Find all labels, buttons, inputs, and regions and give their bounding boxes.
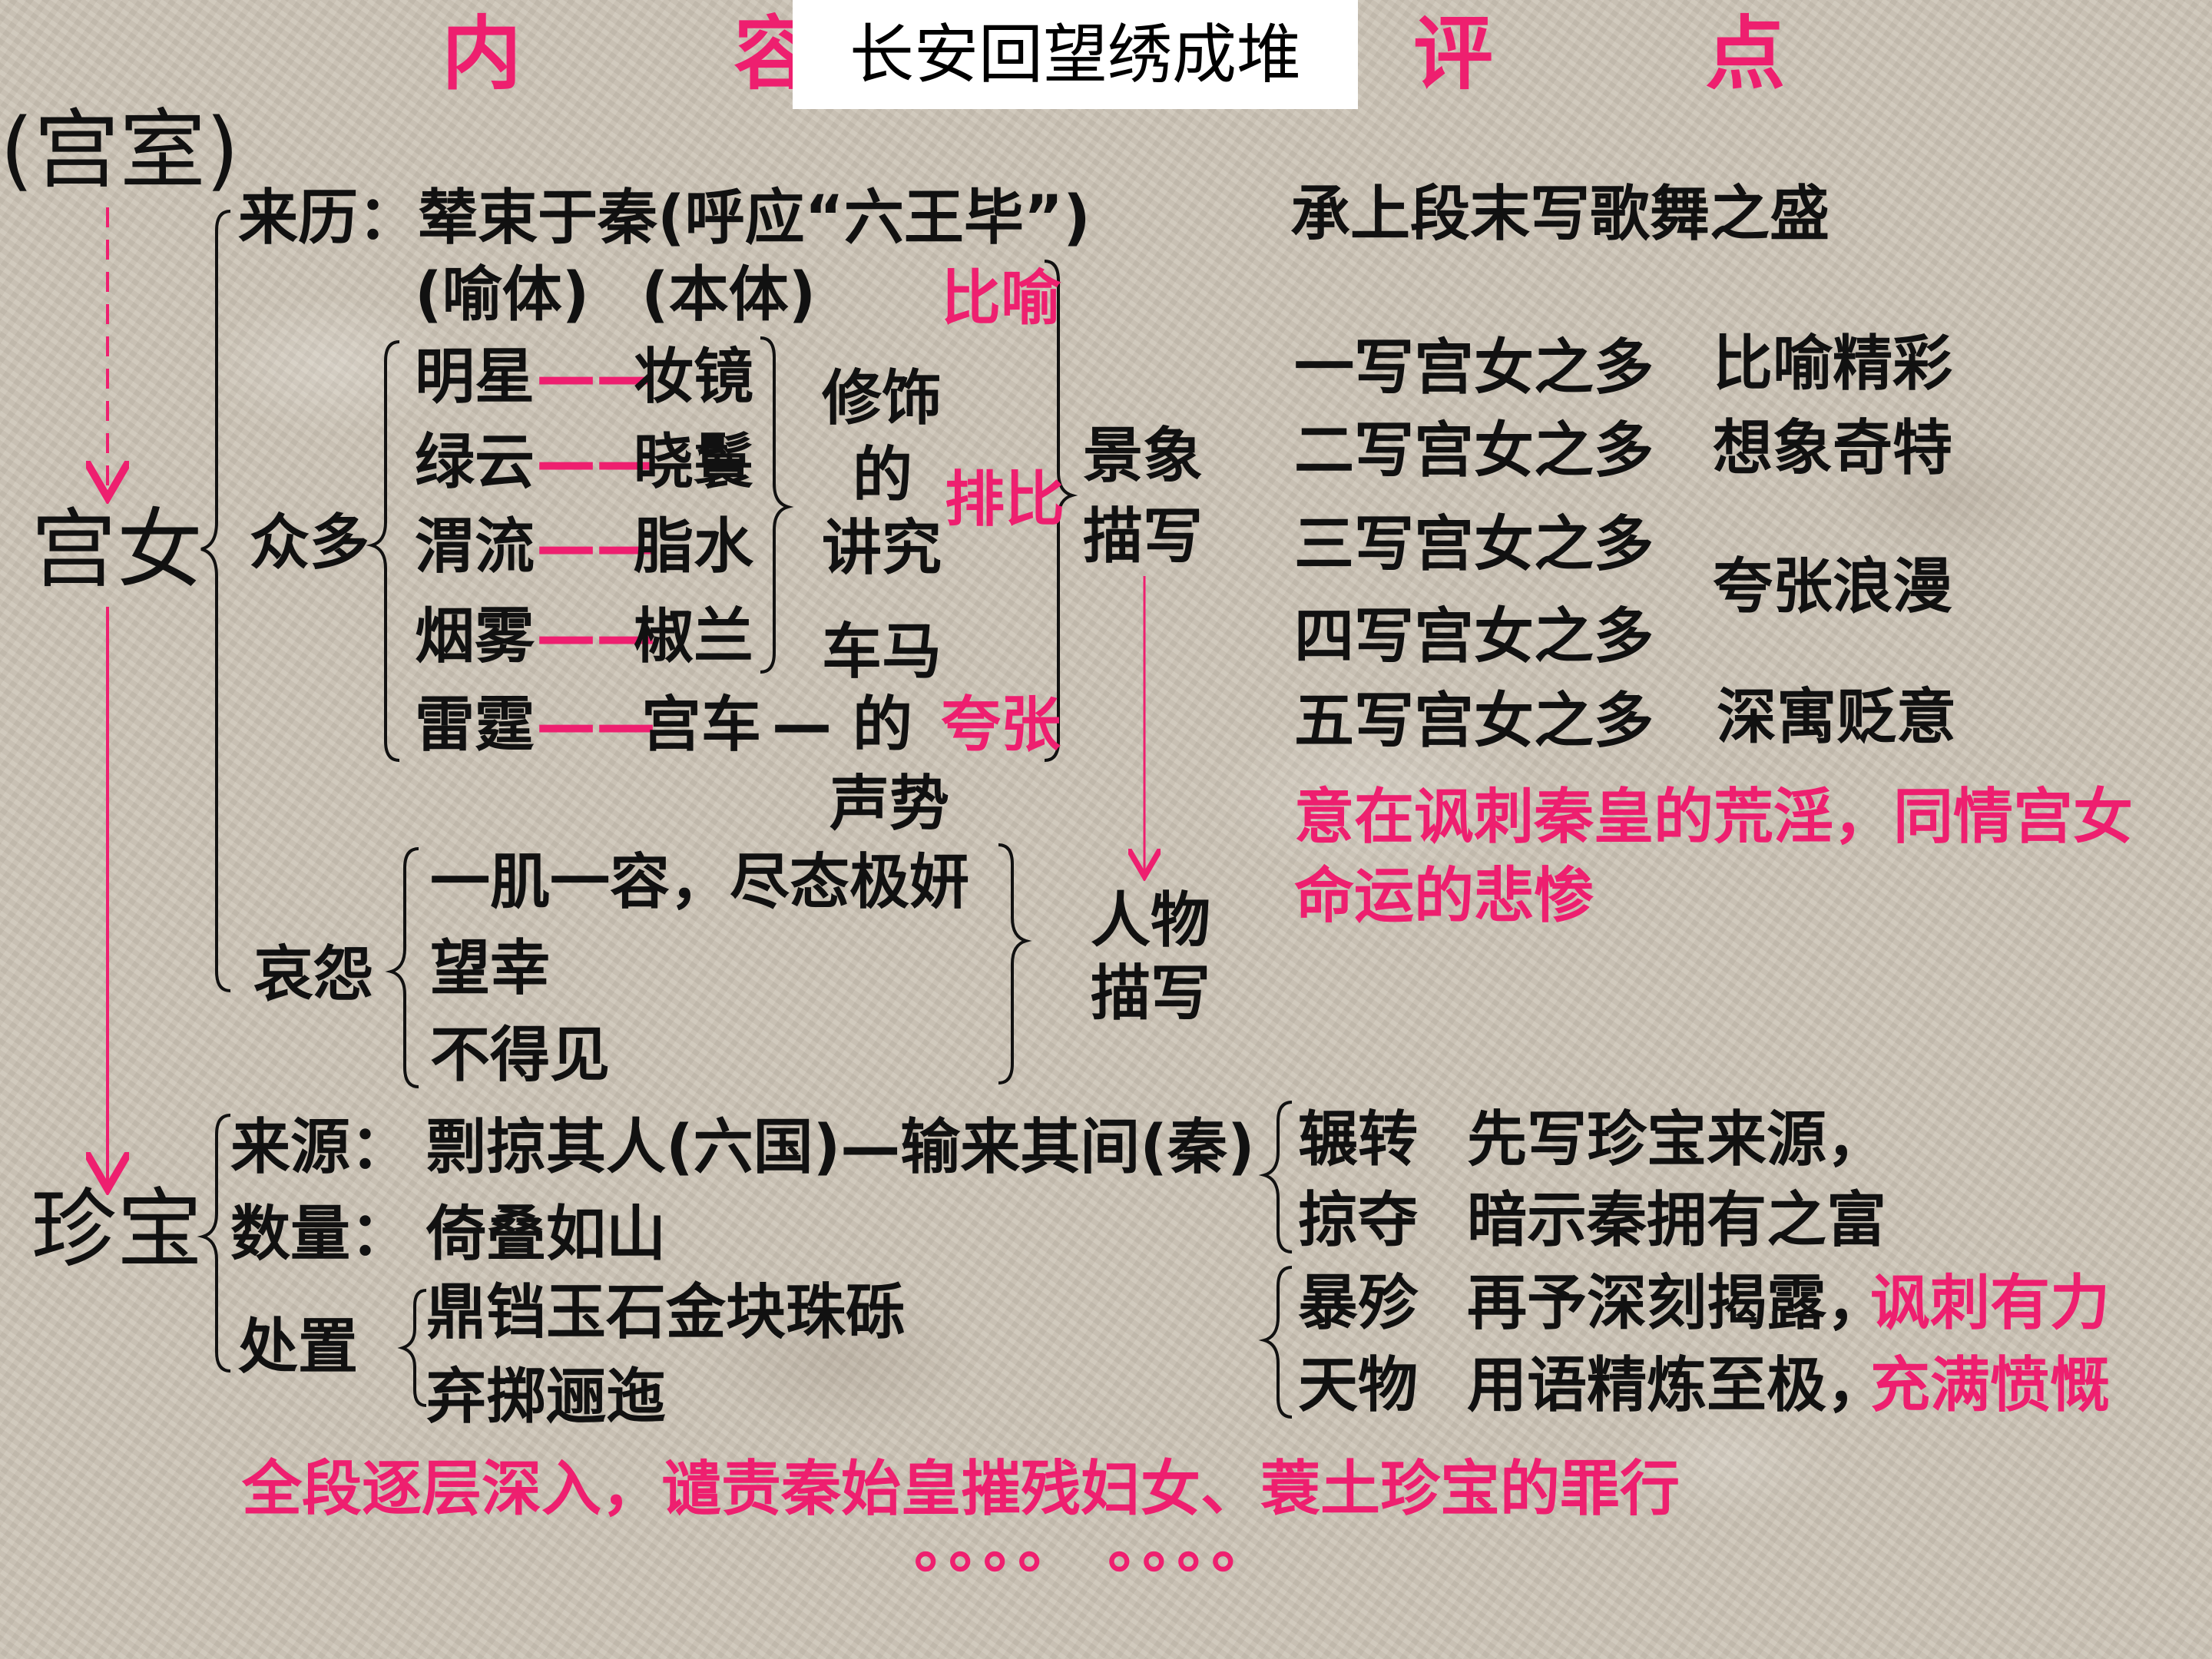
pair-word: 掠夺 — [1298, 1186, 1419, 1255]
label-gongnv: 宫女 — [31, 500, 203, 600]
aiyuan-item: 一肌一容，尽态极妍 — [430, 848, 970, 917]
pair-dash: —— — [536, 512, 656, 581]
rhetoric-biyu: 比喻 — [941, 264, 1061, 333]
brace-renwu — [998, 843, 1032, 1084]
pair-vehicle: 烟雾 — [415, 602, 535, 671]
pair-tenor: 妆镜 — [634, 343, 754, 412]
shuliang-text: 倚叠如山 — [426, 1200, 667, 1269]
jingxiang-line-2: 描写 — [1083, 502, 1204, 571]
comment-intent: 意在讽刺秦皇的荒淫，同情宫女 — [1294, 783, 2134, 852]
comment-ping: 比喻精彩 — [1713, 329, 1953, 399]
comment-ping: 深寓贬意 — [1717, 683, 1957, 752]
comment-xie: 四写宫女之多 — [1294, 602, 1654, 671]
label-shuliang: 数量： — [230, 1200, 411, 1269]
pair-tenor: 晓鬟 — [634, 428, 754, 497]
note-text: 用语精炼至极， — [1467, 1351, 1887, 1420]
comment-ping: 想象奇特 — [1713, 414, 1953, 483]
label-benti: (本体) — [641, 260, 816, 329]
brace-gongnv — [200, 210, 231, 992]
note-highlight: 讽刺有力 — [1870, 1269, 2111, 1338]
chuzhi-item: 鼎铛玉石金块珠砾 — [426, 1278, 906, 1347]
pair-vehicle: 渭流 — [415, 512, 535, 581]
pair-vehicle: 明星 — [415, 343, 535, 412]
pair-tenor: 脂水 — [634, 512, 754, 581]
comment-intent: 命运的悲惨 — [1294, 862, 1594, 931]
summary-emphasis-dots: 。。。。 。。。。 — [914, 1512, 1277, 1581]
renwu-line-1: 人物 — [1091, 886, 1211, 955]
comment-ping: 夸张浪漫 — [1713, 552, 1953, 621]
chuzhi-item: 弃掷逦迤 — [426, 1363, 667, 1432]
pair-dash: —— — [536, 602, 656, 671]
jingxiang-line-1: 景象 — [1083, 422, 1204, 491]
rhetoric-paibi: 排比 — [945, 465, 1065, 535]
xiushi-line-1: 修饰 — [822, 364, 942, 433]
xiushi-line-3: 讲究 — [822, 514, 942, 583]
label-chuzhi: 处置 — [238, 1313, 359, 1382]
laiyuan-text: 剽掠其人(六国)—输来其间(秦) — [426, 1113, 1255, 1182]
chema-line-1: 车马 — [822, 618, 942, 687]
brace-jingxiang — [1044, 260, 1078, 762]
header-comment-label: 评 点 — [1413, 7, 1878, 101]
brace-zhongduo — [366, 340, 400, 762]
chema-line-2: 的 — [853, 690, 913, 760]
pair-word: 辗转 — [1298, 1105, 1419, 1174]
label-zhenbao: 珍宝 — [31, 1180, 203, 1280]
comment-xie: 三写宫女之多 — [1294, 510, 1654, 579]
chema-line-3: 声势 — [830, 770, 950, 839]
pair-dash: —— — [536, 343, 656, 412]
note-text: 暗示秦拥有之富 — [1467, 1186, 1887, 1255]
laili-line: 来历：辇束于秦(呼应“六王毕”) — [238, 184, 1091, 253]
pair-dash: —— — [536, 428, 656, 497]
aiyuan-item: 不得见 — [430, 1021, 611, 1090]
brace-aiyuan — [385, 847, 419, 1088]
xiushi-line-2: 的 — [853, 441, 913, 510]
label-zhongduo: 众多 — [250, 508, 370, 578]
comment-xie: 五写宫女之多 — [1294, 687, 1654, 756]
pair-vehicle: 雷霆 — [415, 690, 535, 760]
summary-line: 全段逐层深入，谴责秦始皇摧残妇女、蓑土珍宝的罪行 — [242, 1455, 1681, 1524]
pair-dash-short: — — [772, 690, 832, 760]
pair-word: 暴殄 — [1298, 1269, 1419, 1338]
label-yuti: (喻体) — [415, 260, 590, 329]
label-laiyuan: 来源： — [230, 1113, 411, 1182]
comment-top: 承上段末写歌舞之盛 — [1290, 180, 1830, 249]
brace-zhenbao — [197, 1114, 231, 1373]
pair-dash: —— — [536, 690, 656, 760]
pair-vehicle: 绿云 — [415, 428, 535, 497]
header-content-label: 内 容 — [442, 7, 906, 101]
aiyuan-item: 望幸 — [430, 934, 551, 1003]
comment-xie: 一写宫女之多 — [1294, 333, 1654, 402]
note-highlight: 充满愤慨 — [1870, 1351, 2111, 1420]
page-title: 长安回望绣成堆 — [793, 0, 1358, 109]
brace-xiushi — [760, 336, 794, 674]
renwu-line-2: 描写 — [1091, 959, 1211, 1028]
label-gongshi: (宫室) — [0, 101, 240, 200]
rhetoric-kuazhang: 夸张 — [941, 690, 1061, 760]
note-text: 先写珍宝来源， — [1467, 1105, 1887, 1174]
label-aiyuan: 哀怨 — [253, 940, 374, 1009]
pair-word: 天物 — [1298, 1351, 1419, 1420]
comment-xie: 二写宫女之多 — [1294, 416, 1654, 485]
brace-chuzhi — [397, 1289, 427, 1407]
pair-tenor: 宫车 — [641, 690, 762, 760]
pair-tenor: 椒兰 — [634, 602, 754, 671]
brace-zhanzhuan — [1258, 1101, 1293, 1253]
brace-baotian — [1258, 1266, 1293, 1419]
note-text: 再予深刻揭露， — [1467, 1269, 1887, 1338]
